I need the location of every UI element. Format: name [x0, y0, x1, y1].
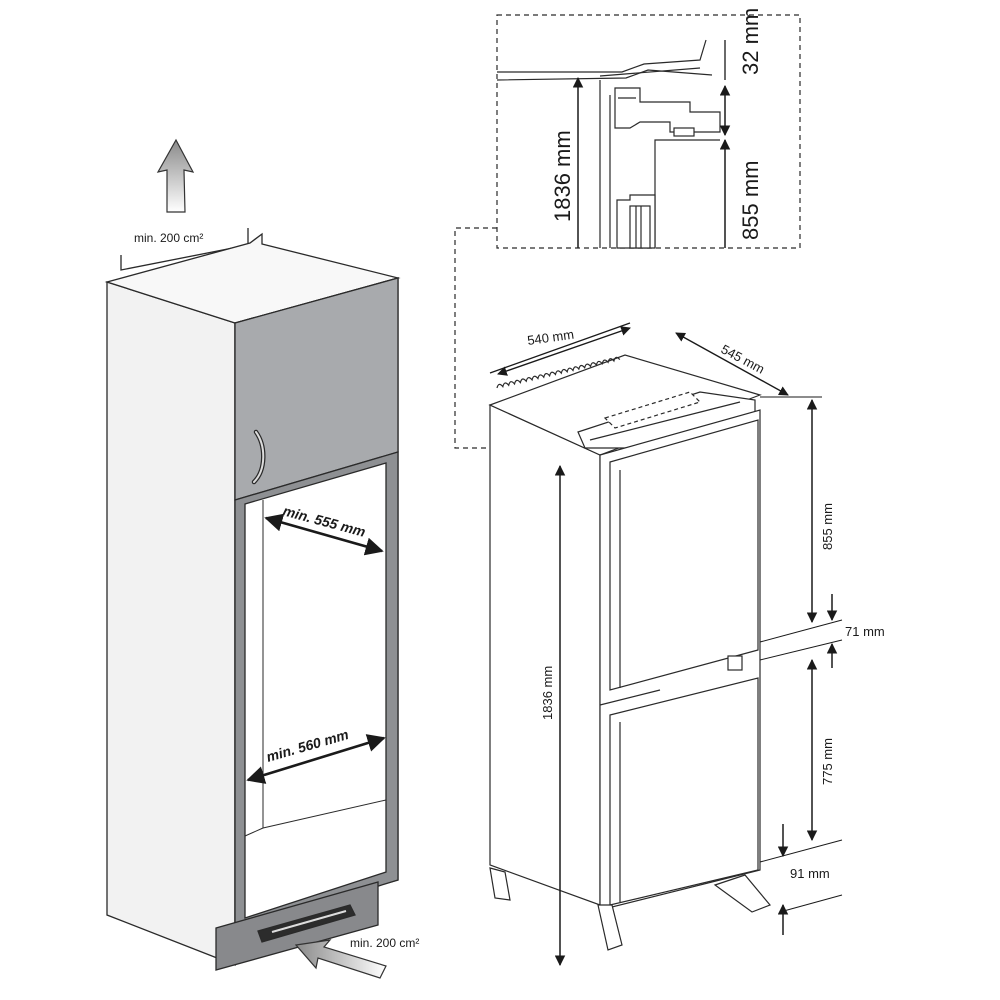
cabinet-illustration [104, 138, 401, 979]
ventilation-top-label: min. 200 cm² [134, 231, 203, 245]
appliance-width-label: 540 mm [526, 327, 575, 348]
niche-width-dimension-line [246, 734, 386, 784]
detail-top-gap-label: 32 mm [738, 8, 763, 75]
detail-upper-height-text: 855 mm [738, 161, 763, 240]
detail-total-height-label: 1836 mm [550, 130, 575, 222]
appliance-side-panel [489, 404, 601, 906]
appliance-height-label: 1836 mm [540, 666, 555, 720]
appliance-lower-door [609, 677, 759, 906]
ventilation-bottom-label: min. 200 cm² [350, 936, 419, 950]
appliance-depth-label: 545 mm [719, 341, 768, 376]
niche-interior [244, 462, 387, 919]
door-gap-label: 71 mm [845, 624, 885, 639]
ventilation-top-bracket [120, 228, 249, 271]
appliance-foot-left [489, 867, 511, 901]
appliance-illustration [488, 322, 843, 967]
cabinet-side-panel [106, 281, 236, 966]
appliance-hinge [727, 655, 743, 671]
ventilation-up-arrow-icon [156, 138, 195, 213]
appliance-foot-right [713, 874, 771, 913]
bottom-gap-label: 91 mm [790, 866, 830, 881]
plinth-vent-grille [257, 904, 356, 943]
lower-door-height-label: 775 mm [820, 738, 835, 785]
ventilation-in-arrow-icon [294, 939, 387, 979]
niche-depth-dimension-line [264, 513, 384, 556]
appliance-foot-center [597, 904, 623, 951]
appliance-upper-door [609, 419, 759, 691]
upper-door-height-label: 855 mm [820, 503, 835, 550]
